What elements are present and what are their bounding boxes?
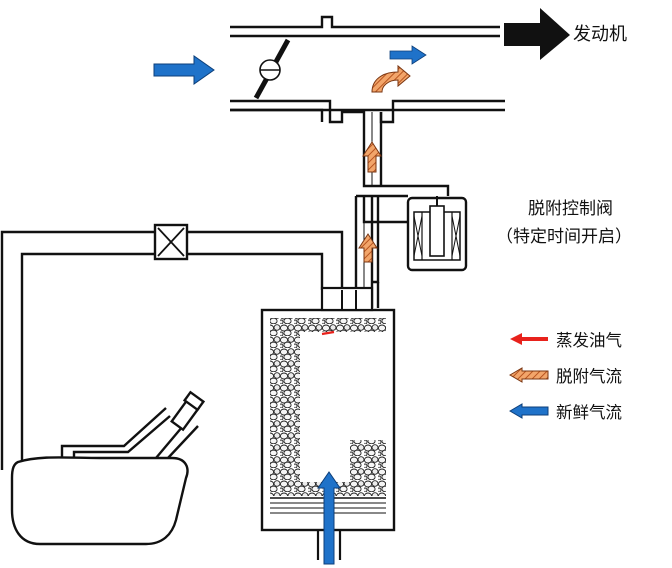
- legend-item-fresh: 新鲜气流: [508, 399, 622, 423]
- engine-label: 发动机: [573, 24, 627, 45]
- engine-arrow-icon: [504, 8, 570, 60]
- legend-item-vapor: 蒸发油气: [508, 327, 622, 351]
- legend-label-fresh: 新鲜气流: [556, 403, 622, 422]
- blue-arrow-icon: [509, 403, 549, 419]
- fresh-air-canister-arrow-icon: [317, 471, 341, 565]
- red-arrow-icon: [510, 333, 548, 345]
- intake-tube: [230, 15, 505, 196]
- orange-hatched-arrow-icon: [509, 367, 549, 383]
- purge-curve-arrow-icon: [371, 64, 411, 93]
- throttle-valve: [253, 38, 291, 100]
- valve-label-line2: （特定时间开启）: [496, 227, 632, 247]
- purge-up-arrow-upper-icon: [362, 141, 382, 173]
- vapor-pipe: [0, 230, 344, 470]
- legend-label-vapor: 蒸发油气: [556, 331, 622, 350]
- legend-label-desorb: 脱附气流: [556, 367, 622, 386]
- valve-label-line1: 脱附控制阀: [528, 199, 613, 219]
- rollover-valve: [153, 223, 189, 261]
- purge-control-valve: [406, 196, 468, 272]
- fuel-tank: [10, 390, 206, 546]
- intake-flow-arrow-icon: [389, 45, 427, 65]
- fresh-air-inlet-arrow-icon: [153, 55, 215, 85]
- legend-item-desorb: 脱附气流: [508, 363, 622, 387]
- purge-up-arrow-lower-icon: [358, 233, 378, 263]
